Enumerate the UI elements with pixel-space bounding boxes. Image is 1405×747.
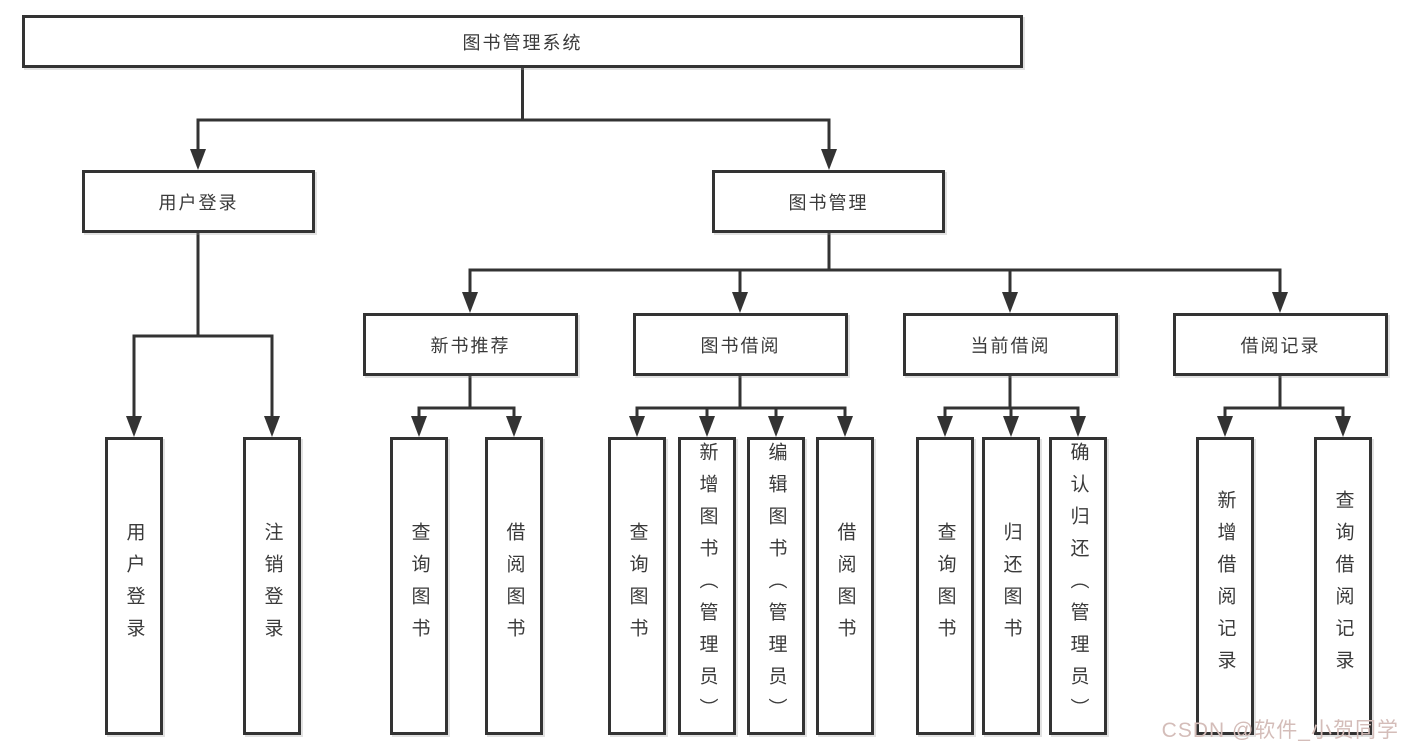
node-return-books: 归还图书 (982, 437, 1040, 735)
node-current-borrowing-label: 当前借阅 (970, 335, 1051, 356)
node-current-borrowing: 当前借阅 (903, 313, 1118, 376)
node-query-borrow-record-label: 查询借阅记录 (1332, 490, 1354, 682)
node-root-label: 图书管理系统 (462, 32, 583, 53)
node-book-borrowing: 图书借阅 (633, 313, 848, 376)
node-add-books-admin-label: 新增图书（管理员） (696, 442, 718, 730)
node-root: 图书管理系统 (22, 15, 1023, 68)
node-borrowing-records: 借阅记录 (1173, 313, 1388, 376)
node-edit-books-admin: 编辑图书（管理员） (747, 437, 805, 735)
node-new-book-recommendation-label: 新书推荐 (430, 335, 511, 356)
node-book-borrowing-label: 图书借阅 (700, 335, 781, 356)
node-user-login-label: 用户登录 (158, 192, 239, 213)
node-add-books-admin: 新增图书（管理员） (678, 437, 736, 735)
node-add-borrow-record: 新增借阅记录 (1196, 437, 1254, 735)
node-logout-label: 注销登录 (261, 522, 283, 650)
node-query-books-recommend: 查询图书 (390, 437, 448, 735)
node-book-management: 图书管理 (712, 170, 945, 233)
node-query-books-current-label: 查询图书 (934, 522, 956, 650)
node-book-management-label: 图书管理 (788, 192, 869, 213)
node-logout: 注销登录 (243, 437, 301, 735)
node-edit-books-admin-label: 编辑图书（管理员） (765, 442, 787, 730)
node-confirm-return-admin-label: 确认归还（管理员） (1067, 442, 1089, 730)
node-borrow-books-label: 借阅图书 (834, 522, 856, 650)
node-query-books-recommend-label: 查询图书 (408, 522, 430, 650)
node-confirm-return-admin: 确认归还（管理员） (1049, 437, 1107, 735)
node-user-login-action: 用户登录 (105, 437, 163, 735)
node-add-borrow-record-label: 新增借阅记录 (1214, 490, 1236, 682)
watermark: CSDN @软件_小贺同学 (1161, 719, 1399, 742)
node-borrow-books-recommend-label: 借阅图书 (503, 522, 525, 650)
node-new-book-recommendation: 新书推荐 (363, 313, 578, 376)
node-return-books-label: 归还图书 (1000, 522, 1022, 650)
node-borrow-books: 借阅图书 (816, 437, 874, 735)
node-query-books-borrow: 查询图书 (608, 437, 666, 735)
arrowheads (126, 149, 1351, 437)
node-user-login-action-label: 用户登录 (123, 522, 145, 650)
node-user-login: 用户登录 (82, 170, 315, 233)
node-borrow-books-recommend: 借阅图书 (485, 437, 543, 735)
node-borrowing-records-label: 借阅记录 (1240, 335, 1321, 356)
node-query-books-borrow-label: 查询图书 (626, 522, 648, 650)
node-query-books-current: 查询图书 (916, 437, 974, 735)
node-query-borrow-record: 查询借阅记录 (1314, 437, 1372, 735)
